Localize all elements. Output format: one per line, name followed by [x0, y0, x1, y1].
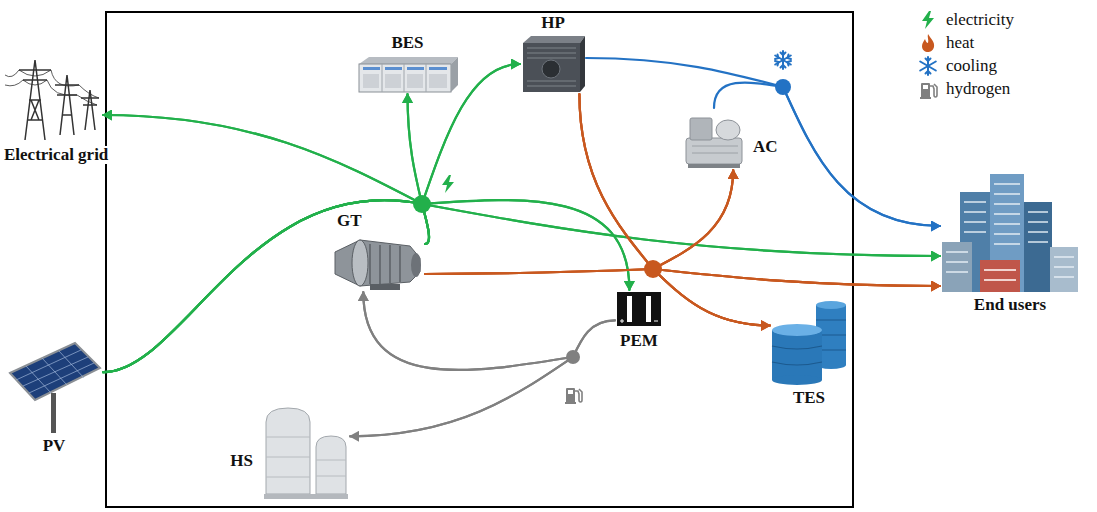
legend-symbol: [918, 56, 938, 76]
energy-flow: [363, 292, 615, 370]
energy-flow: [586, 58, 940, 226]
device-node: AC: [682, 108, 746, 170]
device-label: HP: [540, 14, 566, 32]
device-label: PEM: [619, 332, 659, 350]
legend-text: cooling: [946, 56, 997, 76]
legend: electricity heat cooling hydrogen: [918, 8, 1014, 100]
device-node: PEM: [615, 290, 663, 328]
label-holder: TES: [792, 389, 826, 407]
energy-flow: [579, 94, 940, 286]
device-node: PV: [5, 338, 103, 433]
label-holder: GT: [336, 212, 363, 230]
device-label: End users: [973, 296, 1047, 314]
legend-text: heat: [946, 33, 974, 53]
hydrogen-junction: [566, 350, 580, 364]
legend-symbol: [918, 79, 938, 99]
legend-item: electricity: [918, 8, 1014, 31]
device-illustration: [520, 34, 586, 94]
device-node: BES: [355, 54, 460, 94]
energy-flow: [422, 204, 940, 256]
device-illustration: [770, 300, 848, 385]
label-holder: BES: [390, 34, 424, 52]
label-holder: End users: [973, 296, 1047, 314]
legend-symbol: [918, 10, 938, 30]
device-illustration: [5, 338, 103, 433]
cooling-symbol: [775, 51, 791, 69]
device-label: GT: [336, 212, 363, 230]
hydrogen-symbol: [565, 388, 582, 404]
device-illustration: [355, 54, 460, 94]
energy-flow: [653, 170, 770, 326]
device-node: GT: [330, 232, 425, 292]
device-label: Electrical grid: [3, 146, 109, 164]
device-node: TES: [770, 300, 848, 385]
energy-flow: [103, 115, 422, 372]
device-label: HS: [229, 452, 254, 470]
device-label: TES: [792, 389, 826, 407]
device-illustration: [330, 232, 425, 292]
device-node: End users: [940, 172, 1080, 292]
device-label: PV: [42, 437, 67, 455]
legend-text: hydrogen: [946, 79, 1010, 99]
energy-flow: [425, 170, 733, 274]
device-node: Electrical grid: [5, 40, 103, 140]
legend-item: cooling: [918, 54, 1014, 77]
device-illustration: [5, 40, 103, 140]
electric-junction: [413, 195, 431, 213]
legend-text: electricity: [946, 10, 1014, 30]
energy-flow: [422, 200, 629, 290]
device-illustration: [615, 290, 663, 328]
legend-symbol: [918, 33, 938, 53]
energy-flow: [350, 320, 615, 436]
system-boundary: [106, 12, 853, 507]
label-holder: PEM: [619, 332, 659, 350]
energy-flow: [103, 64, 520, 372]
energy-flow: [579, 94, 733, 269]
electricity-symbol: [442, 175, 454, 193]
label-holder: HS: [229, 452, 254, 470]
label-holder: PV: [42, 437, 67, 455]
device-label: AC: [752, 138, 779, 156]
energy-flow: [350, 292, 573, 436]
device-illustration: [682, 108, 746, 170]
device-illustration: [262, 402, 350, 500]
energy-flow: [103, 115, 429, 244]
energy-flow: [714, 83, 940, 226]
heat-junction: [644, 260, 662, 278]
energy-flow: [579, 94, 770, 326]
energy-flow: [653, 269, 940, 326]
device-illustration: [940, 172, 1080, 292]
device-node: HP: [520, 34, 586, 94]
device-label: BES: [390, 34, 424, 52]
label-holder: AC: [752, 138, 779, 156]
label-holder: HP: [540, 14, 566, 32]
legend-item: hydrogen: [918, 77, 1014, 100]
cooling-junction: [775, 79, 791, 95]
legend-item: heat: [918, 31, 1014, 54]
label-holder: Electrical grid: [3, 146, 109, 164]
device-node: HS: [262, 402, 350, 500]
